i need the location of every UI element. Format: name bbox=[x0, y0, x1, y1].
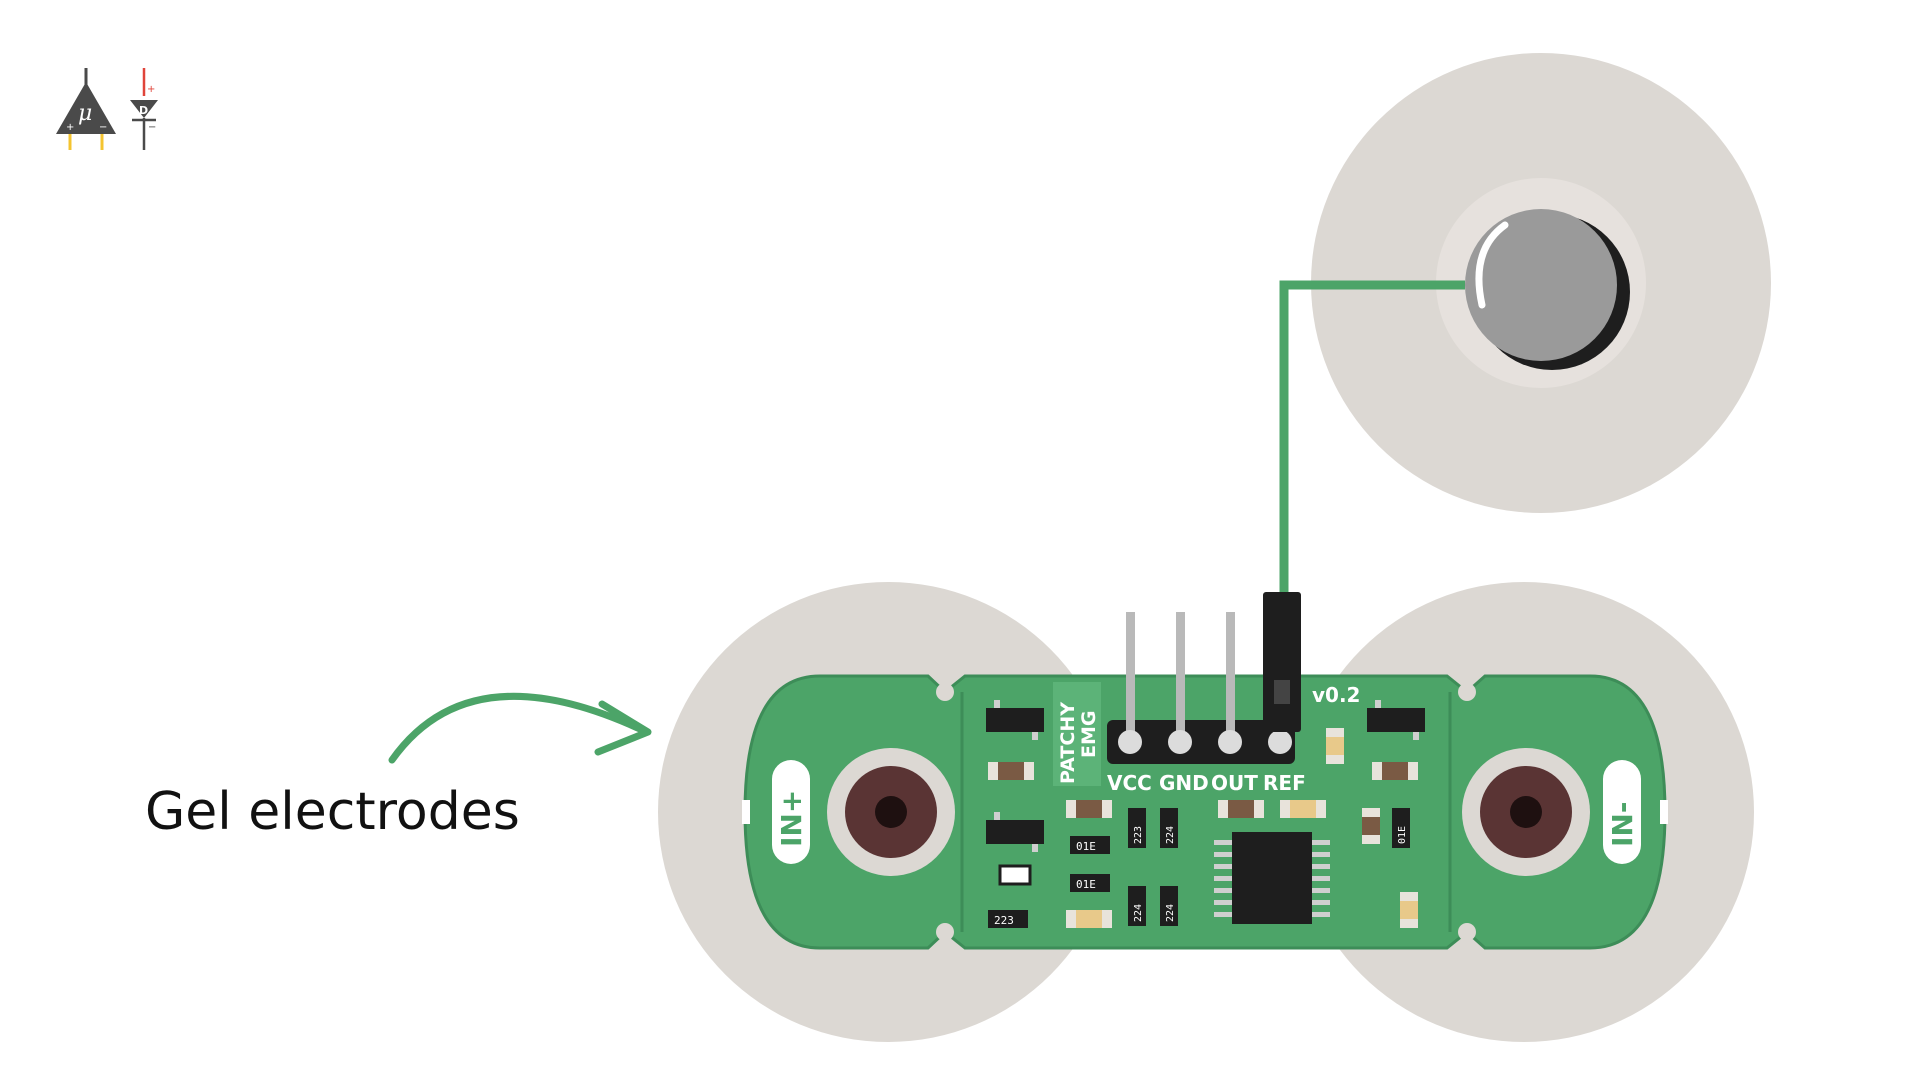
resistor-code: 01E bbox=[1397, 826, 1408, 844]
logo-symbol: μ bbox=[78, 101, 92, 126]
svg-text:+: + bbox=[147, 84, 155, 95]
resistor-code: 223 bbox=[1133, 826, 1144, 844]
pin-header bbox=[1107, 592, 1301, 764]
sot-component bbox=[986, 708, 1044, 732]
electrode-snap-in-plus bbox=[827, 748, 955, 876]
diode-letter: D bbox=[139, 104, 148, 117]
version-label: v0.2 bbox=[1312, 683, 1360, 707]
svg-text:+: + bbox=[66, 122, 74, 133]
curved-arrow-icon bbox=[388, 692, 652, 764]
sot-component bbox=[1367, 708, 1425, 732]
labeled-resistors: 223 01E 01E 223 224 224 224 01E bbox=[988, 808, 1410, 928]
ref-wire bbox=[1279, 280, 1465, 600]
board-name-line1: PATCHY bbox=[1057, 702, 1079, 784]
microcontroller-logo-icon: μ + − bbox=[56, 68, 116, 150]
snap-button bbox=[1465, 209, 1617, 361]
resistor-code: 223 bbox=[994, 914, 1014, 927]
in-minus-label: IN- bbox=[1606, 802, 1639, 847]
in-plus-label: IN+ bbox=[775, 790, 808, 847]
resistor-code: 224 bbox=[1165, 826, 1176, 844]
electrode-snap-in-minus bbox=[1462, 748, 1590, 876]
smd-passives bbox=[988, 728, 1418, 928]
pin-label-ref: REF bbox=[1263, 771, 1306, 795]
pin-label-gnd: GND bbox=[1159, 771, 1209, 795]
brand-logo: μ + − + D − bbox=[56, 68, 158, 150]
pcb-board: IN+ IN- PATCHY EMG v0.2 VCC GND OUT REF bbox=[742, 592, 1668, 950]
op-amp-ic bbox=[1214, 832, 1330, 924]
pin-label-out: OUT bbox=[1211, 771, 1258, 795]
board-name-line2: EMG bbox=[1078, 711, 1100, 758]
svg-text:−: − bbox=[148, 122, 156, 133]
resistor-code: 01E bbox=[1076, 840, 1096, 853]
ref-connector bbox=[1263, 592, 1301, 732]
pin-label-vcc: VCC bbox=[1107, 771, 1152, 795]
gel-electrodes-caption: Gel electrodes bbox=[145, 782, 520, 842]
resistor-code: 224 bbox=[1165, 904, 1176, 922]
svg-text:−: − bbox=[99, 122, 107, 133]
resistor-code: 01E bbox=[1076, 878, 1096, 891]
resistor-code: 224 bbox=[1133, 904, 1144, 922]
reference-electrode bbox=[1311, 53, 1771, 513]
sot-component bbox=[986, 820, 1044, 844]
diode-logo-icon: + D − bbox=[130, 68, 158, 150]
